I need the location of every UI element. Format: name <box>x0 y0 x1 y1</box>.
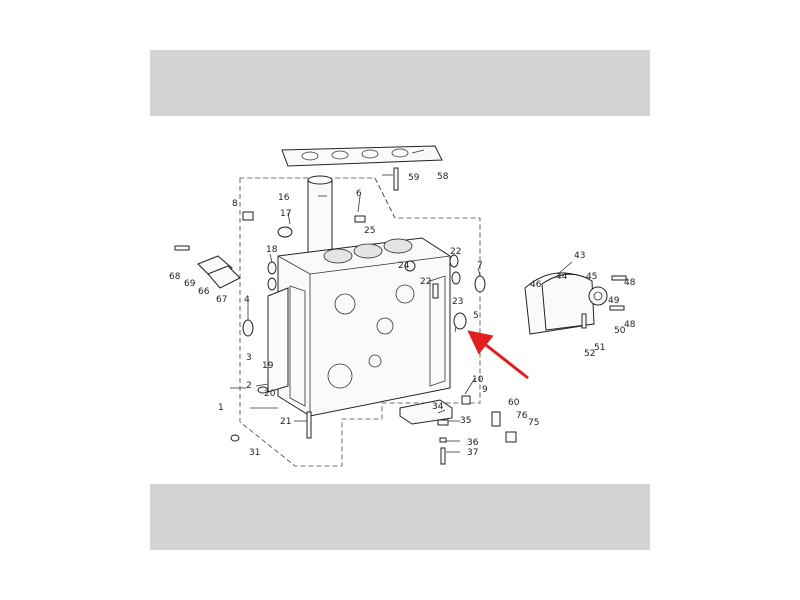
part-label-p1: 1 <box>218 403 224 413</box>
plug-31 <box>230 434 240 442</box>
part-label-p5: 5 <box>473 311 479 321</box>
part-label-p48b: 48 <box>624 320 636 330</box>
part-label-p31: 31 <box>249 448 260 458</box>
part-label-p21: 21 <box>280 417 291 427</box>
fitting-76 <box>505 431 517 443</box>
part-label-p24: 24 <box>398 261 410 271</box>
part-label-p49: 49 <box>608 296 620 306</box>
part-label-p67: 67 <box>216 295 227 305</box>
part-label-p35: 35 <box>460 416 471 426</box>
callout-arrow <box>467 330 529 380</box>
part-label-p45: 45 <box>586 272 597 282</box>
part-label-p36: 36 <box>467 438 479 448</box>
part-label-p8: 8 <box>232 199 238 209</box>
part-label-p22b: 22 <box>420 277 431 287</box>
cylinder-liner <box>307 175 333 259</box>
part-label-p59: 59 <box>408 173 420 183</box>
head-gasket <box>281 145 443 167</box>
plug-18b <box>267 277 277 291</box>
part-label-p3: 3 <box>246 353 252 363</box>
part-label-p75: 75 <box>528 418 539 428</box>
cover-66 <box>197 255 233 279</box>
part-label-p25: 25 <box>364 226 375 236</box>
plug-10 <box>461 395 471 405</box>
plug-22 <box>449 254 459 268</box>
dowel-pin <box>393 167 399 191</box>
part-label-p68: 68 <box>169 272 181 282</box>
part-label-p6: 6 <box>356 189 362 199</box>
part-label-p48a: 48 <box>624 278 636 288</box>
stud-21 <box>306 411 312 439</box>
rear-seal-housing <box>524 272 627 335</box>
bolt-37 <box>440 447 446 465</box>
support-34 <box>399 399 453 425</box>
part-label-p18: 18 <box>266 245 278 255</box>
nipple-24 <box>404 260 416 272</box>
front-gasket <box>267 287 289 393</box>
plug-7 <box>474 275 486 293</box>
washer-20 <box>257 386 269 394</box>
part-label-p44: 44 <box>556 272 568 282</box>
part-label-p2: 2 <box>246 381 252 391</box>
part-label-p52: 52 <box>584 349 595 359</box>
fitting-60 <box>491 411 501 427</box>
part-label-p19: 19 <box>262 361 274 371</box>
part-label-p7: 7 <box>477 261 483 271</box>
group-outline <box>239 177 481 467</box>
top-gray-band <box>150 50 650 116</box>
part-label-p60: 60 <box>508 398 520 408</box>
part-label-p10: 10 <box>472 375 484 385</box>
part-label-p23: 23 <box>452 297 463 307</box>
part-label-p69: 69 <box>184 279 196 289</box>
engine-block <box>277 237 451 417</box>
part-label-p37: 37 <box>467 448 478 458</box>
engine-block-diagram: 1234567891016171819202122222324253134353… <box>169 145 636 467</box>
part-label-p76: 76 <box>516 411 528 421</box>
plug-17 <box>277 226 293 238</box>
bolt-35 <box>437 419 449 426</box>
part-label-p4: 4 <box>244 295 250 305</box>
part-label-p58: 58 <box>437 172 449 182</box>
part-label-p22: 22 <box>450 247 461 257</box>
part-label-p9: 9 <box>482 385 488 395</box>
head-gasket-outline <box>374 177 396 219</box>
bolt-68 <box>174 245 190 251</box>
part-label-p16: 16 <box>278 193 290 203</box>
gasket-67 <box>207 265 241 289</box>
part-label-p50: 50 <box>614 326 626 336</box>
part-label-p43: 43 <box>574 251 585 261</box>
washer-36 <box>439 437 447 443</box>
plug-23 <box>453 312 467 330</box>
part-label-p17: 17 <box>280 209 291 219</box>
part-label-p20: 20 <box>264 389 276 399</box>
bracket-8 <box>242 211 254 221</box>
seal-3 <box>242 319 254 337</box>
part-label-p46: 46 <box>530 280 542 290</box>
stud-22 <box>432 283 439 299</box>
part-label-p66: 66 <box>198 287 210 297</box>
plug-22b <box>451 271 461 285</box>
stud-6 <box>354 215 366 223</box>
bottom-gray-band <box>150 484 650 550</box>
part-label-p34: 34 <box>432 402 444 412</box>
part-label-p51: 51 <box>594 343 605 353</box>
plug-18 <box>267 261 277 275</box>
